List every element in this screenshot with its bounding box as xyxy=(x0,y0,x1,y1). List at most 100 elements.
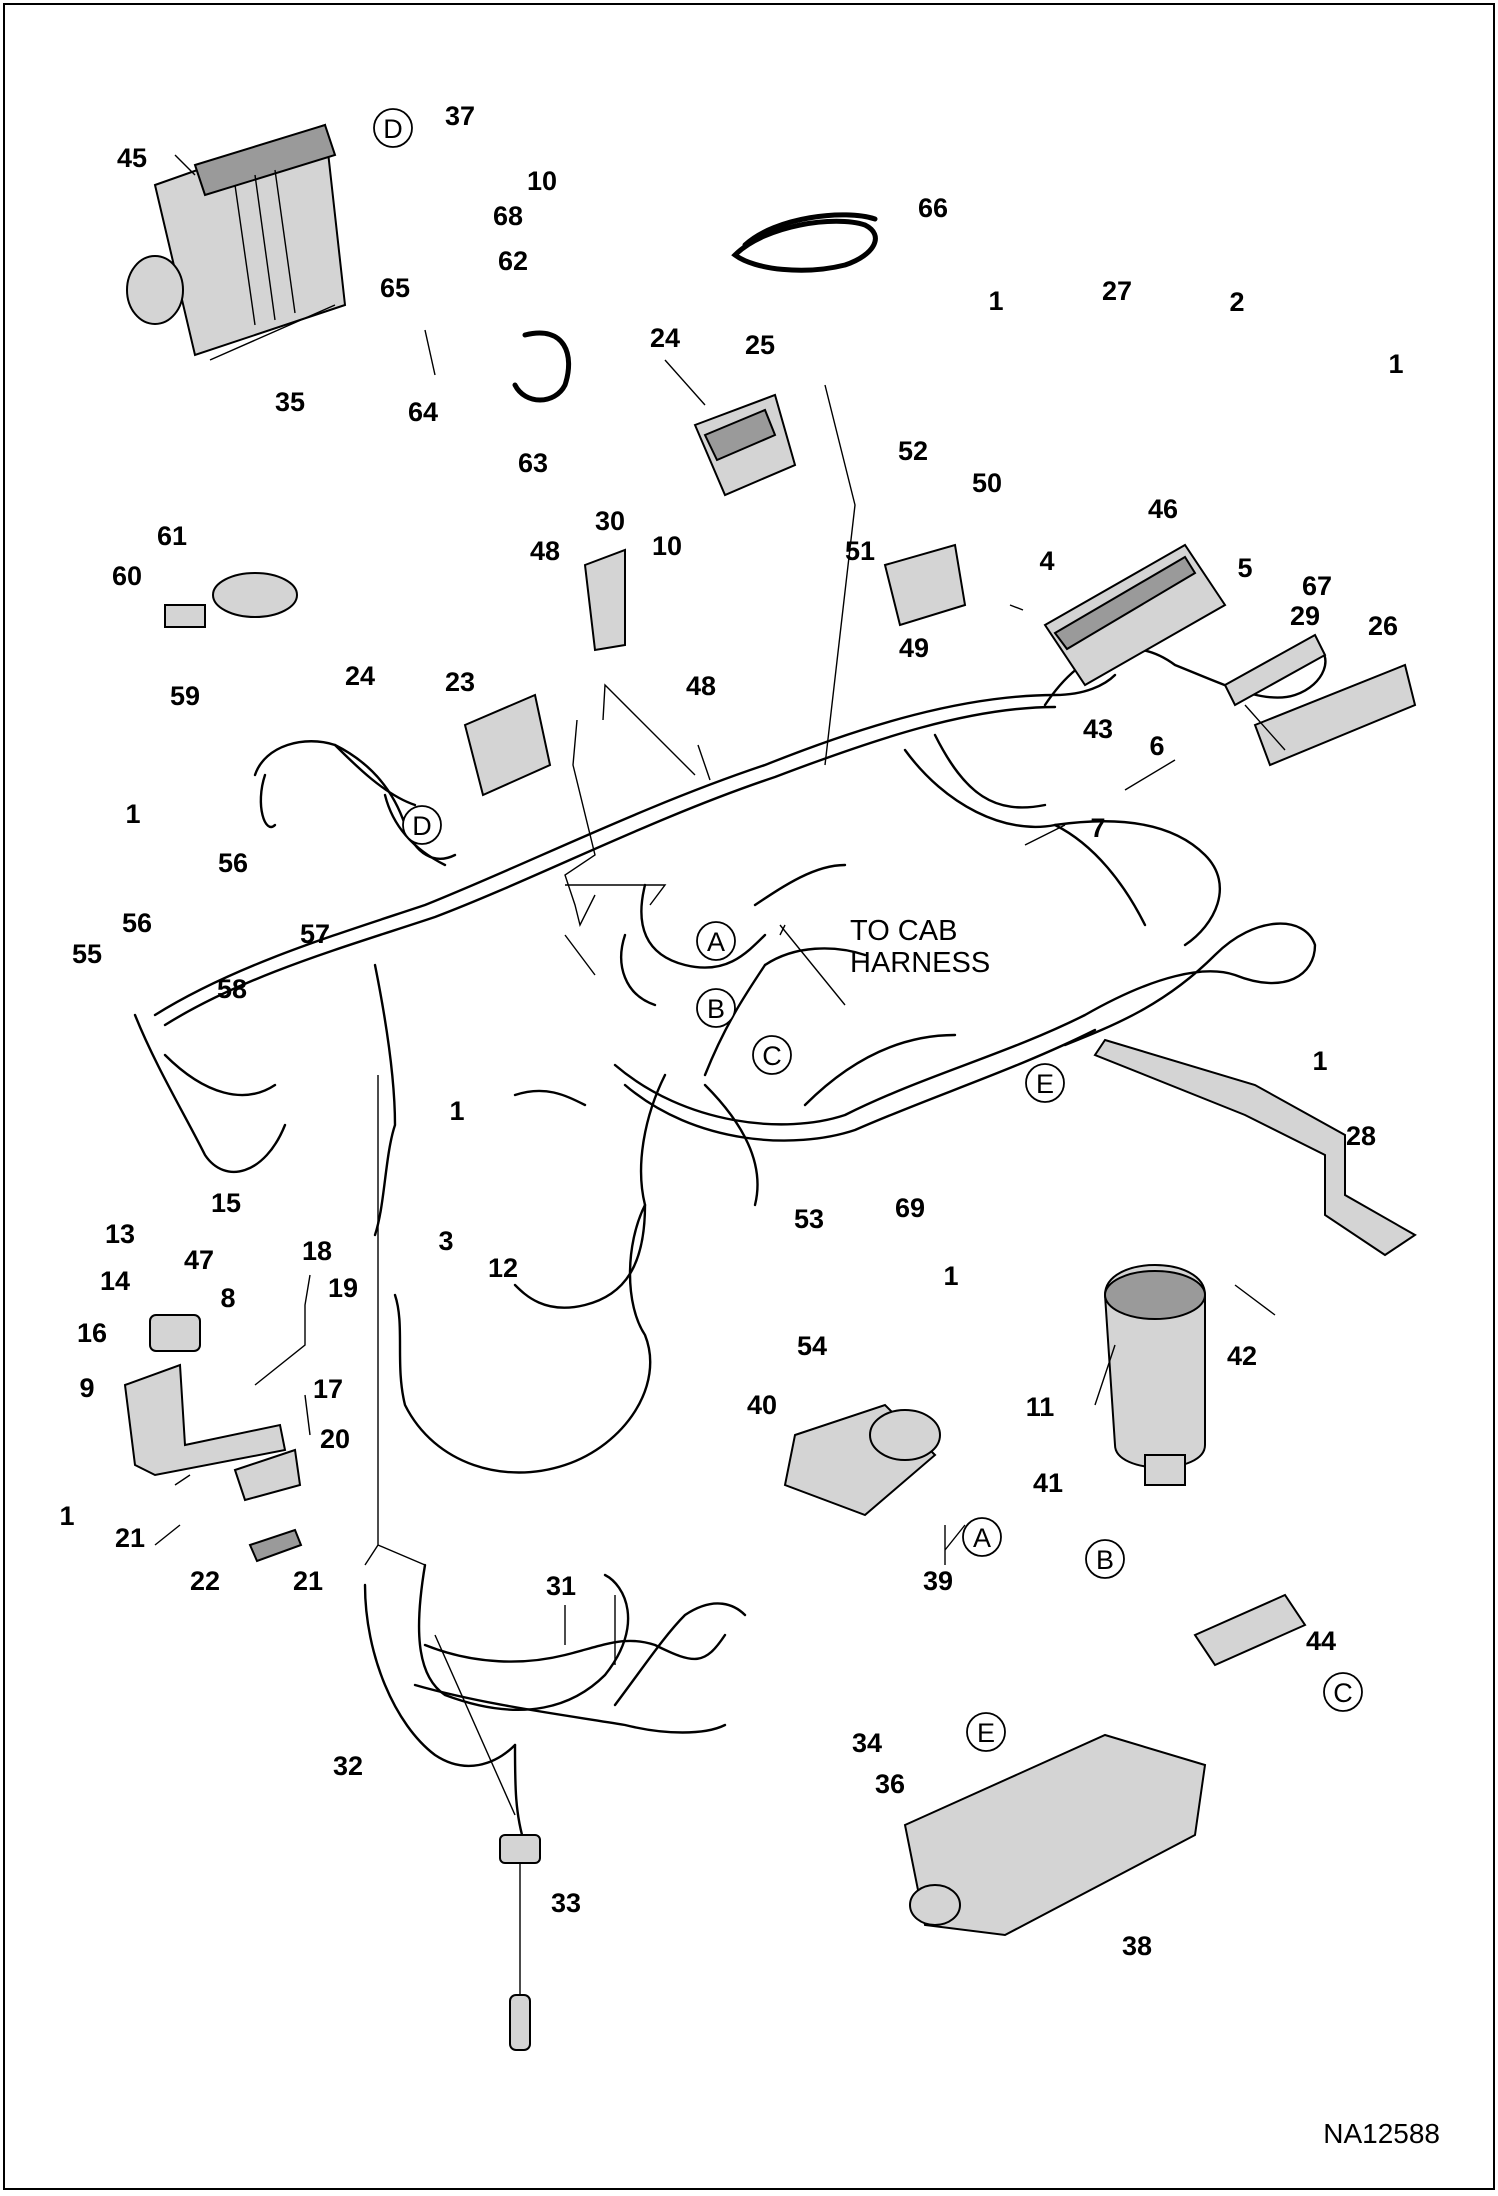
part-label: 57 xyxy=(300,919,330,949)
callout-C-low: C xyxy=(1323,1672,1363,1712)
svg-text:A: A xyxy=(973,1523,991,1553)
part-label: 8 xyxy=(220,1283,235,1313)
part-label: 67 xyxy=(1302,571,1332,601)
to-cab-harness-note: TO CAB HARNESS xyxy=(850,915,990,979)
callout-A-low: A xyxy=(962,1517,1002,1557)
part-label: 23 xyxy=(445,667,475,697)
part-label: 43 xyxy=(1083,714,1113,744)
relays-49 xyxy=(883,543,967,627)
part-label: 19 xyxy=(328,1273,358,1303)
valve-block-44 xyxy=(1193,1593,1307,1667)
valve-38 xyxy=(903,1733,1207,1937)
svg-text:E: E xyxy=(1036,1069,1054,1099)
part-label: 65 xyxy=(380,273,410,303)
part-label: 46 xyxy=(1148,494,1178,524)
part-label: 26 xyxy=(1368,611,1398,641)
part-label: 15 xyxy=(211,1188,241,1218)
part-label: 4 xyxy=(1039,546,1054,576)
part-label: 38 xyxy=(1122,1931,1152,1961)
part-label: 11 xyxy=(1026,1392,1055,1422)
svg-text:C: C xyxy=(1333,1678,1353,1708)
part-label: 12 xyxy=(488,1253,518,1283)
part-label: 24 xyxy=(650,323,680,353)
part-labels: 45 37 10 68 62 65 66 35 64 63 24 25 1 27… xyxy=(59,101,1403,1961)
part-label: 56 xyxy=(218,848,248,878)
part-label: 30 xyxy=(595,506,625,536)
part-label: 64 xyxy=(408,397,438,427)
part-label: 63 xyxy=(518,448,548,478)
callout-D-top: D xyxy=(373,108,413,148)
part-label: 48 xyxy=(686,671,716,701)
svg-text:D: D xyxy=(383,114,403,144)
filter-42 xyxy=(1103,1264,1206,1486)
part-label: 13 xyxy=(105,1219,135,1249)
callout-C-mid: C xyxy=(752,1035,792,1075)
part-label: 69 xyxy=(895,1193,925,1223)
part-label: 37 xyxy=(445,101,475,131)
part-label: 51 xyxy=(845,536,875,566)
bracket-30 xyxy=(583,548,626,652)
svg-text:D: D xyxy=(412,811,432,841)
drawing-id: NA12588 xyxy=(1323,2118,1440,2149)
part-label: 49 xyxy=(899,633,929,663)
part-label: 21 xyxy=(293,1566,323,1596)
part-label: 36 xyxy=(875,1769,905,1799)
sensor-61 xyxy=(164,572,298,628)
part-label: 66 xyxy=(918,193,948,223)
callout-E-mid: E xyxy=(1025,1063,1065,1103)
part-label: 1 xyxy=(1312,1046,1327,1076)
part-label: 1 xyxy=(125,799,140,829)
part-label: 68 xyxy=(493,201,523,231)
part-label: 55 xyxy=(72,939,102,969)
part-label: 25 xyxy=(745,330,775,360)
part-label: 39 xyxy=(923,1566,953,1596)
part-label: 20 xyxy=(320,1424,350,1454)
bracket-16-17 xyxy=(123,1314,287,1477)
air-cleaner xyxy=(126,123,347,357)
callout-B-mid: B xyxy=(696,988,736,1028)
part-label: 52 xyxy=(898,436,928,466)
part-label: 24 xyxy=(345,661,375,691)
part-label: 21 xyxy=(115,1523,145,1553)
svg-text:B: B xyxy=(1096,1545,1114,1575)
part-label: 10 xyxy=(527,166,557,196)
part-label: 7 xyxy=(1090,813,1105,843)
callout-B-low: B xyxy=(1085,1539,1125,1579)
part-label: 31 xyxy=(546,1571,576,1601)
controller-23 xyxy=(463,693,552,797)
part-label: 14 xyxy=(100,1266,130,1296)
part-label: 54 xyxy=(797,1331,827,1361)
part-label: 18 xyxy=(302,1236,332,1266)
part-label: 2 xyxy=(1229,287,1244,317)
part-label: 27 xyxy=(1102,276,1132,306)
part-label: 35 xyxy=(275,387,305,417)
actuator-40 xyxy=(783,1403,941,1517)
part-label: 6 xyxy=(1149,731,1164,761)
part-label: 61 xyxy=(157,521,187,551)
part-label: 10 xyxy=(652,531,682,561)
part-label: 16 xyxy=(77,1318,107,1348)
part-label: 1 xyxy=(59,1501,74,1531)
part-label: 62 xyxy=(498,246,528,276)
part-label: 56 xyxy=(122,908,152,938)
svg-text:B: B xyxy=(707,994,725,1024)
part-label: 34 xyxy=(852,1728,882,1758)
part-label: 47 xyxy=(184,1245,214,1275)
wiring-harness-diagram: D D A B C E A B xyxy=(59,101,1440,2149)
svg-text:C: C xyxy=(762,1041,782,1071)
part-label: 42 xyxy=(1227,1341,1257,1371)
part-label: 17 xyxy=(313,1374,343,1404)
callout-D-mid: D xyxy=(402,805,442,845)
part-label: 22 xyxy=(190,1566,220,1596)
relay-module-25 xyxy=(693,393,797,497)
callout-A-mid: A xyxy=(696,921,736,961)
part-label: 45 xyxy=(117,143,147,173)
part-label: 53 xyxy=(794,1204,824,1234)
part-label: 40 xyxy=(747,1390,777,1420)
part-label: 60 xyxy=(112,561,142,591)
part-label: 1 xyxy=(988,286,1003,316)
part-label: 33 xyxy=(551,1888,581,1918)
part-label: 44 xyxy=(1306,1626,1336,1656)
sensor-20 xyxy=(233,1448,303,1563)
cover-67 xyxy=(1223,633,1327,707)
